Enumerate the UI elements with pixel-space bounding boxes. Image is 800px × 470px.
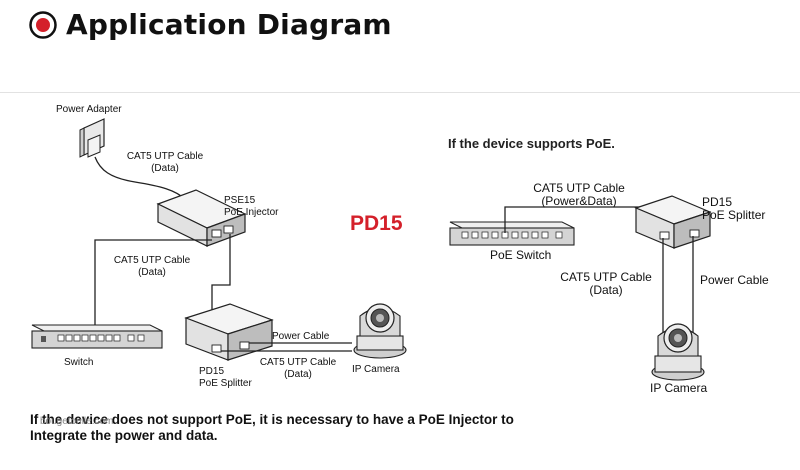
adapter-cable-label: CAT5 UTP Cable xyxy=(126,151,204,162)
power-adapter-label: Power Adapter xyxy=(56,104,122,115)
right-cable-label: CAT5 UTP Cable xyxy=(533,181,625,195)
record-circle-icon xyxy=(29,10,57,39)
center-badge: PD15 xyxy=(350,212,403,235)
ip-camera-icon xyxy=(353,303,407,359)
power-adapter-icon xyxy=(79,118,105,158)
poe-splitter-icon xyxy=(184,303,274,361)
camera-cable-sub: (Data) xyxy=(284,369,312,380)
power-cable-label: Power Cable xyxy=(272,331,330,342)
right-camera-label: IP Camera xyxy=(650,381,708,395)
adapter-cable-line xyxy=(94,156,187,201)
poe-injector-icon xyxy=(156,189,247,247)
right-data-cable-label: CAT5 UTP Cable xyxy=(560,270,652,284)
switch-cable-label: CAT5 UTP Cable xyxy=(113,255,191,266)
poe-switch-icon xyxy=(449,221,575,246)
right-splitter-label: PD15 xyxy=(702,195,733,209)
page-title: Application Diagram xyxy=(66,8,392,41)
header-band xyxy=(0,0,800,93)
injector-sub: PoE Injector xyxy=(224,207,279,218)
right-heading: If the device supports PoE. xyxy=(448,136,615,151)
injector-label: PSE15 xyxy=(224,195,256,206)
poe-switch-label: PoE Switch xyxy=(490,248,552,262)
camera-label: IP Camera xyxy=(352,364,400,375)
poe-splitter-right-icon xyxy=(634,195,712,249)
title-row: Application Diagram xyxy=(28,8,392,41)
camera-cable-label: CAT5 UTP Cable xyxy=(259,357,337,368)
right-data-cable-sub: (Data) xyxy=(589,283,623,297)
power-data-cable-line xyxy=(504,206,640,233)
injector-splitter-cable-line xyxy=(211,234,231,318)
splitter-label: PD15 xyxy=(199,366,225,377)
switch-data-cable-line xyxy=(94,239,212,338)
adapter-cable-sub: (Data) xyxy=(151,163,179,174)
splitter-sub: PoE Splitter xyxy=(199,378,252,389)
watermark: bougetonile.com xyxy=(40,416,114,427)
right-power-cable-label: Power Cable xyxy=(700,273,769,287)
switch-cable-sub: (Data) xyxy=(138,267,166,278)
ip-camera-right-icon xyxy=(651,323,705,381)
right-splitter-sub: PoE Splitter xyxy=(702,208,766,222)
switch-icon xyxy=(31,324,163,349)
footer-note: If the device does not support PoE, it i… xyxy=(30,412,514,443)
switch-label: Switch xyxy=(64,357,94,368)
right-cable-sub: (Power&Data) xyxy=(541,194,617,208)
